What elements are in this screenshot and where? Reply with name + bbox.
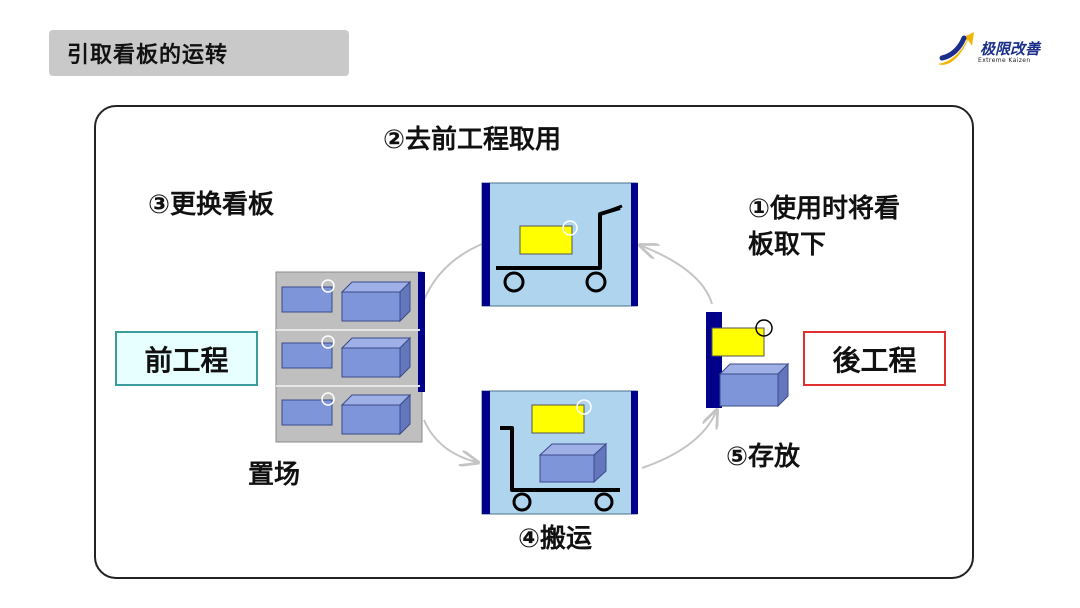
step-1-label-line2: 板取下 xyxy=(748,230,827,260)
step-1-label-line1: ①使用时将看 xyxy=(748,194,901,224)
step-2-label: ②去前工程取用 xyxy=(383,125,562,155)
arrow-storage-to-bottom-cart xyxy=(423,419,476,462)
slide-title: 引取看板的运转 xyxy=(67,43,229,68)
logo-swoosh-icon xyxy=(938,32,974,65)
logo-name: 极限改善 xyxy=(980,40,1041,58)
step-5-label: ⑤存放 xyxy=(726,442,801,472)
arrow-to-back-process xyxy=(641,412,716,469)
storage-rack xyxy=(275,271,425,443)
rack-shelf-1 xyxy=(281,279,412,323)
brand-logo: 极限改善 Extreme Kaizen xyxy=(934,28,1054,74)
loaded-cart-icon xyxy=(500,399,620,512)
step-4-label: ④搬运 xyxy=(518,524,593,554)
slide-title-bar: 引取看板的运转 xyxy=(49,30,349,76)
empty-cart-icon xyxy=(496,204,623,293)
logo-subtitle: Extreme Kaizen xyxy=(978,57,1031,64)
storage-label: 置场 xyxy=(248,460,301,490)
rack-shelf-3 xyxy=(281,392,412,436)
bottom-cart-panel xyxy=(481,390,638,515)
usage-point xyxy=(706,312,790,408)
top-cart-panel xyxy=(481,182,638,307)
front-process-box: 前工程 xyxy=(115,331,258,386)
flow-arrows xyxy=(423,243,716,469)
back-process-box: 後工程 xyxy=(803,331,946,386)
rack-shelf-2 xyxy=(281,335,412,379)
arrow-to-top-cart xyxy=(642,246,713,305)
arrow-to-storage xyxy=(423,243,483,301)
step-3-label: ③更换看板 xyxy=(148,190,275,220)
